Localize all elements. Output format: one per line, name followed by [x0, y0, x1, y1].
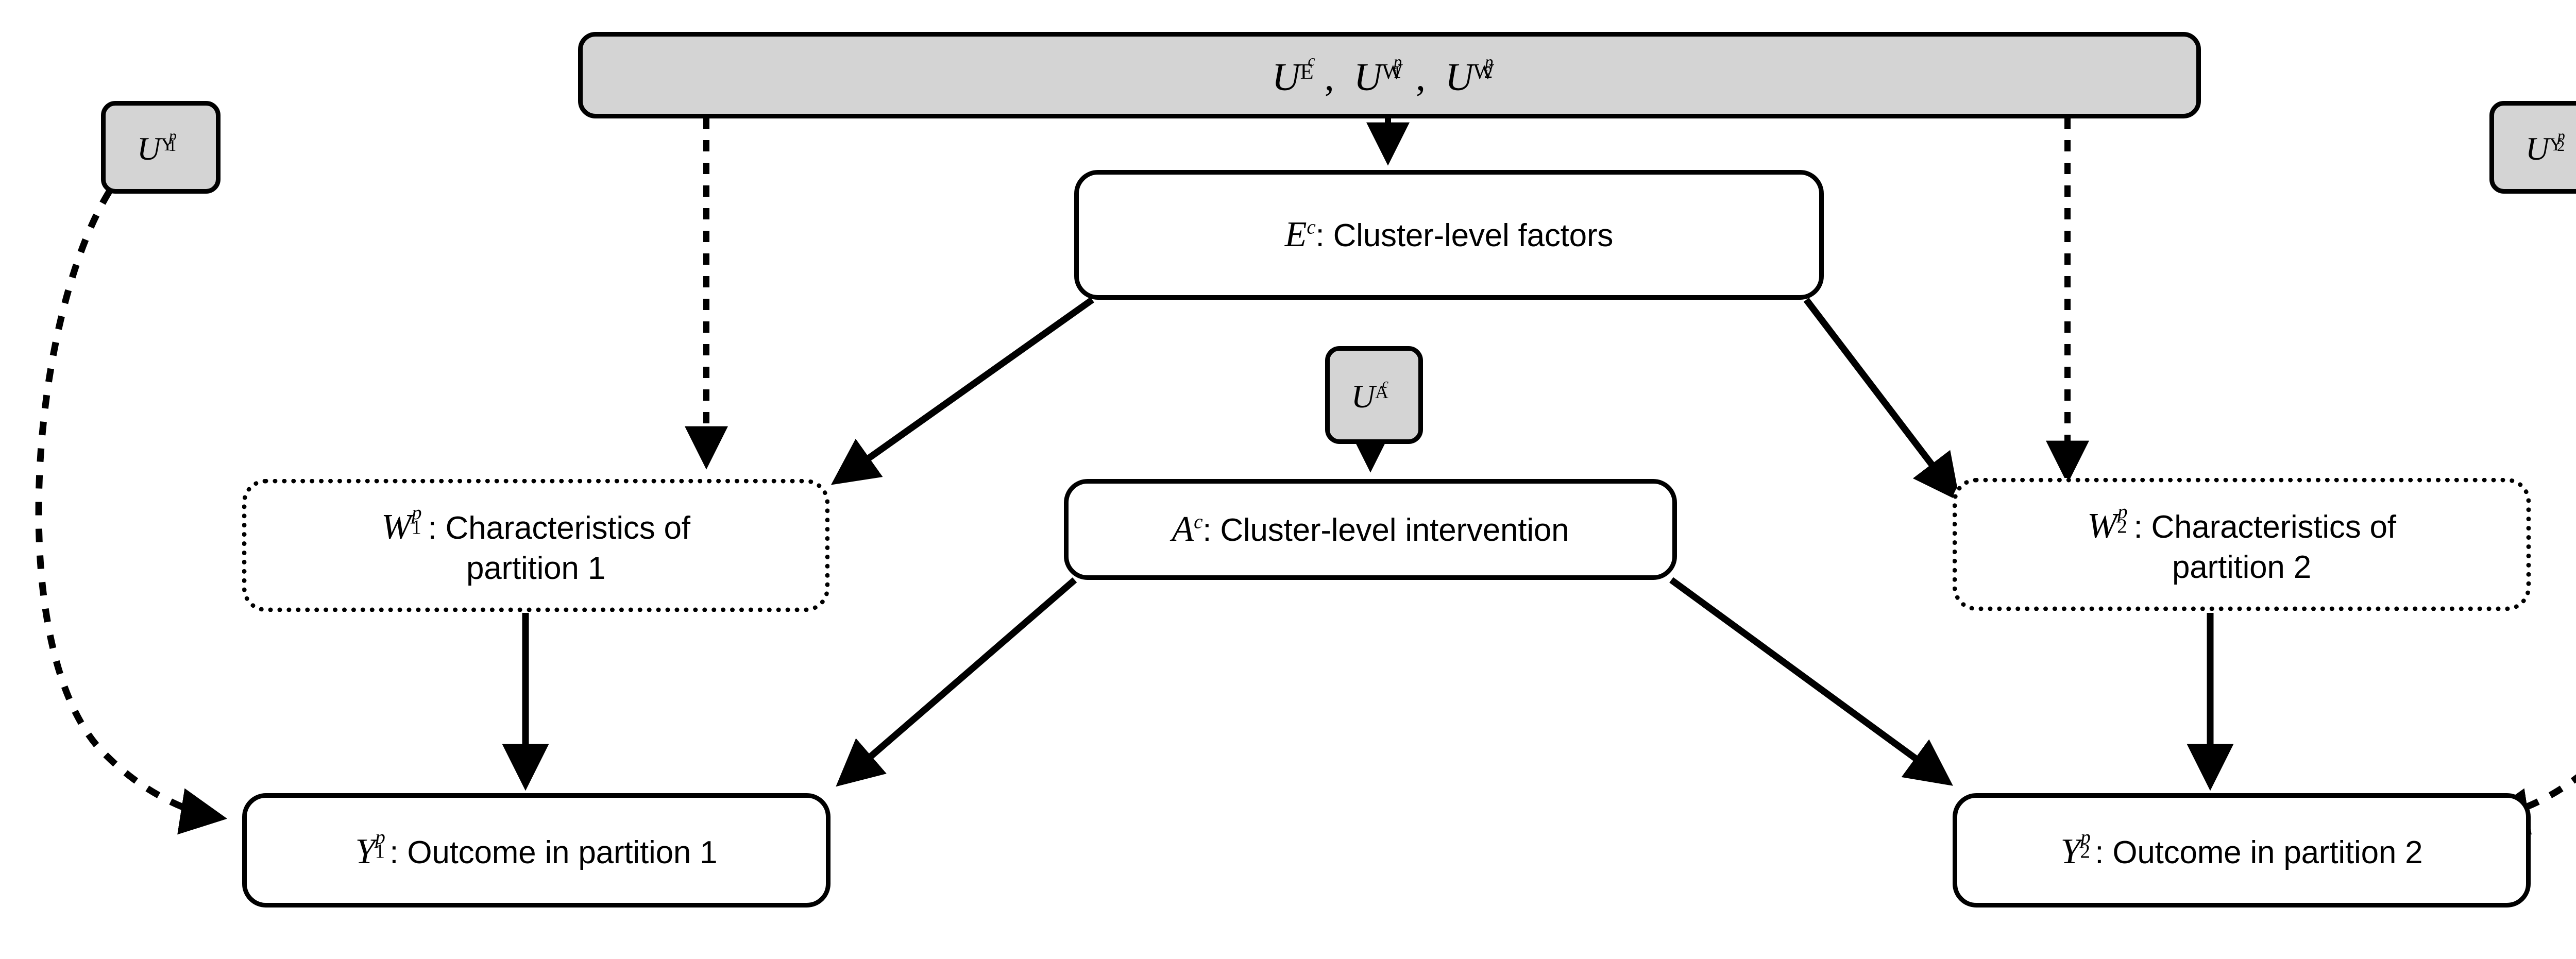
edge-ec-to-w1: [831, 297, 1094, 485]
edge-uy1-to-y1: [35, 190, 228, 835]
node-w2-desc: : Characteristics of partition 2: [2133, 509, 2396, 586]
node-ec-label: Ec: Cluster-level factors: [1284, 215, 1614, 255]
node-w1-desc: : Characteristics of partition 1: [428, 510, 690, 587]
node-ec-desc: : Cluster-level factors: [1315, 218, 1614, 254]
node-ac-desc: : Cluster-level intervention: [1202, 512, 1569, 549]
edge-ec-to-w2: [1803, 298, 1960, 502]
node-ac-label: Ac: Cluster-level intervention: [1172, 509, 1569, 550]
edge-ac-to-y1: [836, 577, 1077, 787]
node-y1-desc: : Outcome in partition 1: [389, 834, 718, 870]
node-ac[interactable]: Ac: Cluster-level intervention: [1064, 479, 1677, 580]
edge-ac-to-y2: [1669, 577, 1953, 786]
node-ec[interactable]: Ec: Cluster-level factors: [1074, 170, 1824, 300]
node-y2-desc: : Outcome in partition 2: [2095, 834, 2423, 870]
